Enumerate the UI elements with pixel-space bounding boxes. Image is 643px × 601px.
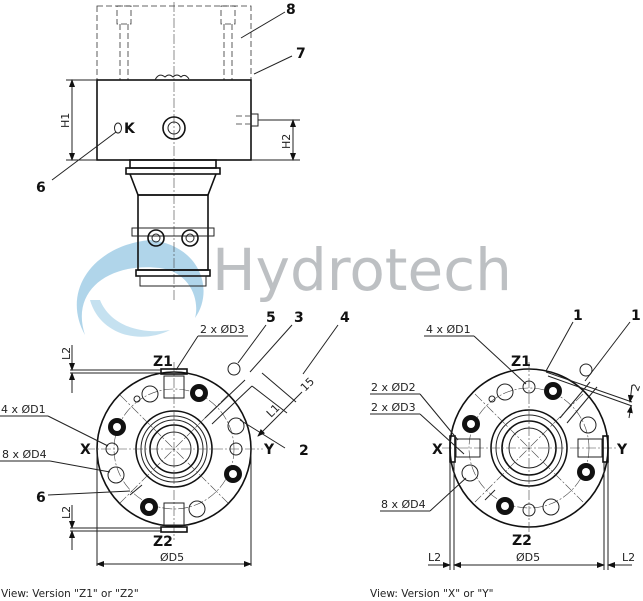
callout-1a: 1 (573, 308, 583, 324)
caption-right: View: Version "X" or "Y" (370, 588, 494, 600)
dim-15: 15 (298, 375, 317, 394)
dim-8xD4: 8 x ØD4 (381, 498, 426, 511)
dim-h2-label: H2 (280, 134, 293, 149)
dim-l2-left: L2 (428, 551, 441, 564)
callout-3: 3 (294, 310, 304, 326)
dim-8xD4: 8 x ØD4 (2, 448, 47, 461)
label-y: Y (263, 442, 275, 458)
callout-2: 2 (299, 443, 309, 459)
dim-d5: ØD5 (516, 551, 540, 564)
label-x: X (432, 442, 443, 458)
callout-1b: 1 (631, 308, 641, 324)
callout-6: 6 (36, 490, 46, 506)
label-x: X (80, 442, 91, 458)
upper-dashed-outline (96, 2, 252, 300)
dim-2xD3: 2 x ØD3 (371, 401, 416, 414)
watermark: Hydrotech (76, 236, 512, 337)
hydrotech-logo-icon (76, 240, 204, 335)
cylinder-body (96, 74, 259, 161)
dim-l2-top: L2 (60, 347, 73, 360)
dim-l2-bottom: L2 (60, 506, 73, 519)
dim-2xD2: 2 x ØD2 (371, 381, 416, 394)
port-k-label: K (124, 121, 136, 137)
watermark-text: Hydrotech (212, 236, 512, 304)
label-z2: Z2 (512, 533, 532, 549)
dim-4xD1: 4 x ØD1 (1, 403, 46, 416)
dim-h1: H1 (59, 79, 97, 161)
label-z1: Z1 (511, 354, 531, 370)
port-k-icon (114, 122, 122, 134)
dim-2: 2 (629, 382, 643, 393)
right-view: Z1 Z2 X Y 4 x ØD1 2 x ØD2 2 x ØD3 8 x ØD… (370, 308, 643, 600)
dim-l1: L1 (264, 402, 282, 420)
dim-h1-label: H1 (59, 113, 72, 128)
left-view: Z1 Z2 X Y 2 x ØD3 4 x ØD1 8 x ØD4 6 5 3 … (0, 310, 350, 600)
dim-l2-right: L2 (622, 551, 635, 564)
callout-7: 7 (296, 46, 306, 62)
dim-d5: ØD5 (160, 551, 184, 564)
caption-left: View: Version "Z1" or "Z2" (1, 588, 139, 600)
callout-4: 4 (340, 310, 350, 326)
cartridge (125, 159, 221, 287)
label-y: Y (616, 442, 628, 458)
callout-8: 8 (286, 2, 296, 18)
dim-4xD1: 4 x ØD1 (426, 323, 471, 336)
dim-h2: H2 (251, 119, 300, 161)
callout-5: 5 (266, 310, 276, 326)
label-z1: Z1 (153, 354, 173, 370)
dim-2xD3: 2 x ØD3 (200, 323, 245, 336)
top-view: H1 H2 K 8 7 6 (36, 2, 306, 300)
callout-6-top: 6 (36, 180, 46, 196)
label-z2: Z2 (153, 534, 173, 550)
